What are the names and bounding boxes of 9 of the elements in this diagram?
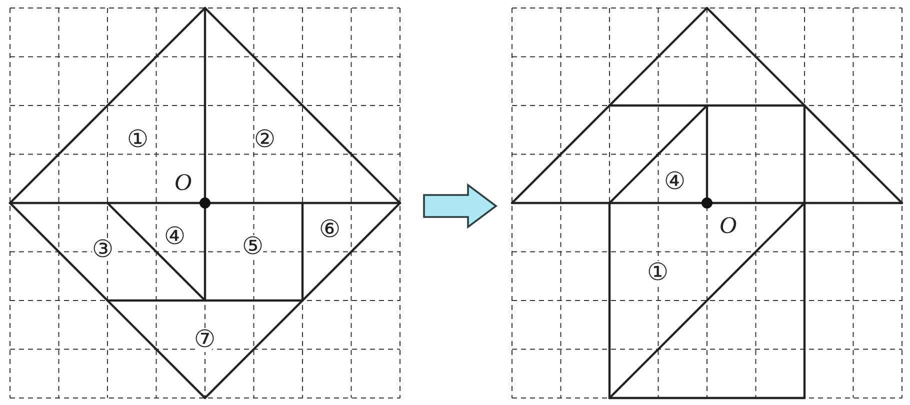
tangram-house-drawing [510, 6, 904, 400]
point-label: O [719, 214, 737, 238]
piece-number: ① [647, 261, 669, 285]
piece-number: ⑦ [194, 328, 216, 352]
piece-number: ⑤ [242, 235, 264, 259]
piece-number: ③ [92, 238, 114, 262]
point-label: O [174, 171, 192, 195]
tangram-square-drawing [8, 6, 402, 400]
block-arrow [423, 183, 498, 229]
